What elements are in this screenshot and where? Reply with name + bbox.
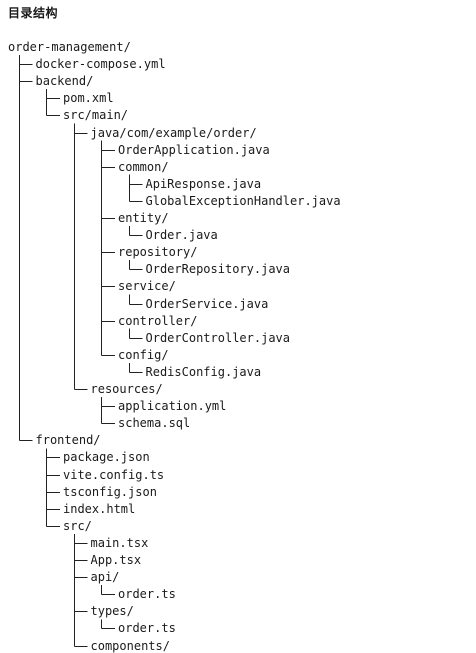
tree-file-item: schema.sql bbox=[118, 416, 191, 431]
tree-file-item: pom.xml bbox=[63, 91, 114, 106]
tree-folder-item: components/ bbox=[90, 638, 170, 653]
tree-file-item: index.html bbox=[63, 501, 136, 516]
tree-file-item: OrderService.java bbox=[145, 296, 269, 311]
tree-folder-item: service/ bbox=[118, 279, 176, 294]
tree-file-item: tsconfig.json bbox=[63, 484, 157, 499]
tree-file-item: order.ts bbox=[118, 621, 176, 636]
tree-folder-item: frontend/ bbox=[35, 433, 101, 448]
tree-file-item: OrderRepository.java bbox=[145, 262, 291, 277]
tree-folder-item: repository/ bbox=[118, 245, 198, 260]
tree-file-item: RedisConfig.java bbox=[145, 364, 262, 379]
tree-file-item: vite.config.ts bbox=[63, 467, 165, 482]
tree-file-item: docker-compose.yml bbox=[35, 57, 166, 72]
tree-file-item: ApiResponse.java bbox=[145, 176, 262, 191]
tree-file-item: main.tsx bbox=[90, 535, 149, 550]
tree-folder-item: controller/ bbox=[118, 313, 198, 328]
page-title: 目录结构 bbox=[8, 6, 59, 20]
tree-folder-item: config/ bbox=[118, 347, 169, 362]
tree-file-item: OrderController.java bbox=[145, 330, 291, 345]
tree-file-item: GlobalExceptionHandler.java bbox=[145, 193, 341, 208]
tree-folder-item: api/ bbox=[90, 570, 120, 585]
tree-folder-item: backend/ bbox=[35, 74, 94, 89]
tree-folder-item: src/ bbox=[63, 518, 92, 533]
tree-folder-item: types/ bbox=[90, 604, 134, 619]
tree-file-item: order.ts bbox=[118, 587, 176, 602]
tree-folder-item: resources/ bbox=[90, 382, 163, 396]
tree-file-item: OrderApplication.java bbox=[118, 142, 270, 157]
tree-file-item: App.tsx bbox=[90, 553, 142, 567]
tree-file-item: package.json bbox=[63, 450, 150, 465]
tree-folder-item: src/main/ bbox=[63, 108, 129, 123]
tree-folder-item: entity/ bbox=[118, 211, 169, 225]
tree-folder-item: order-management/ bbox=[8, 40, 131, 54]
tree-file-item: Order.java bbox=[145, 228, 218, 243]
tree-folder-item: common/ bbox=[118, 159, 169, 174]
tree-folder-item: java/com/example/order/ bbox=[90, 125, 257, 140]
tree-file-item: application.yml bbox=[118, 399, 227, 414]
